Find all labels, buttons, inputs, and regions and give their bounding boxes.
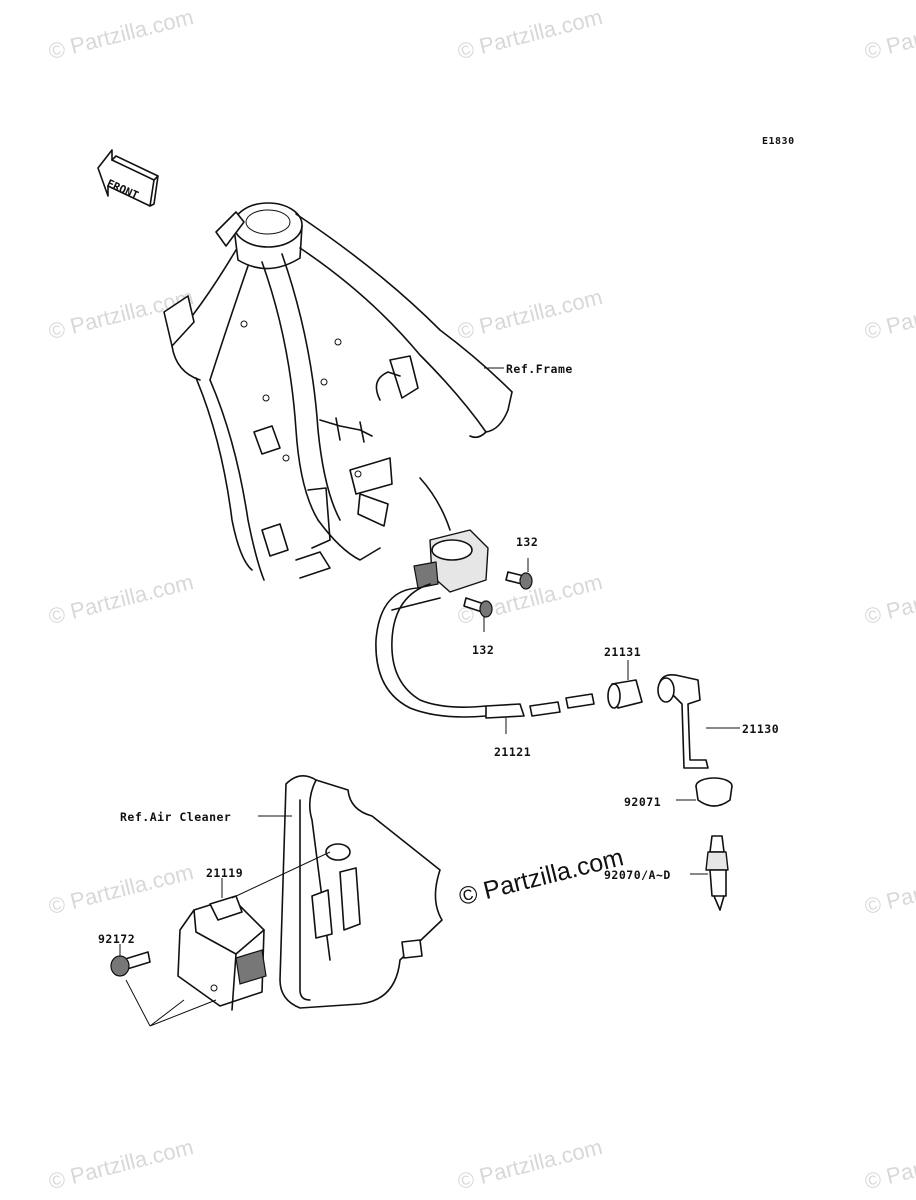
- frame-drawing: [163, 202, 513, 581]
- igniter-bolt-92172-drawing: [110, 944, 217, 1027]
- front-arrow-icon: FRONT: [97, 149, 159, 207]
- bolt-132-upper-drawing: [505, 558, 533, 590]
- spark-plug-92070-drawing: [690, 835, 729, 911]
- grommet-92071-drawing: [676, 777, 733, 807]
- ignition-coil-drawing: [375, 529, 489, 718]
- callout-21119[interactable]: 21119: [206, 866, 244, 880]
- callout-132-lower[interactable]: 132: [472, 643, 495, 657]
- callout-21121[interactable]: 21121: [494, 745, 532, 759]
- callout-132-upper[interactable]: 132: [516, 535, 539, 549]
- bolt-132-lower-drawing: [463, 597, 493, 632]
- callout-92172[interactable]: 92172: [98, 932, 136, 946]
- diagram-code: E1830: [762, 136, 795, 147]
- callout-92070[interactable]: 92070/A~D: [604, 868, 671, 882]
- callout-ref-air-cleaner[interactable]: Ref.Air Cleaner: [120, 810, 232, 824]
- plug-cap-21130-drawing: [657, 674, 740, 769]
- callout-21130[interactable]: 21130: [742, 722, 780, 736]
- callout-92071[interactable]: 92071: [624, 795, 662, 809]
- coil-lead-tip-drawing: [485, 693, 595, 734]
- cap-21131-drawing: [607, 660, 643, 709]
- callout-ref-frame[interactable]: Ref.Frame: [506, 362, 573, 376]
- callout-21131[interactable]: 21131: [604, 645, 642, 659]
- igniter-21119-drawing: [177, 851, 331, 1011]
- air-cleaner-drawing: [258, 775, 443, 1009]
